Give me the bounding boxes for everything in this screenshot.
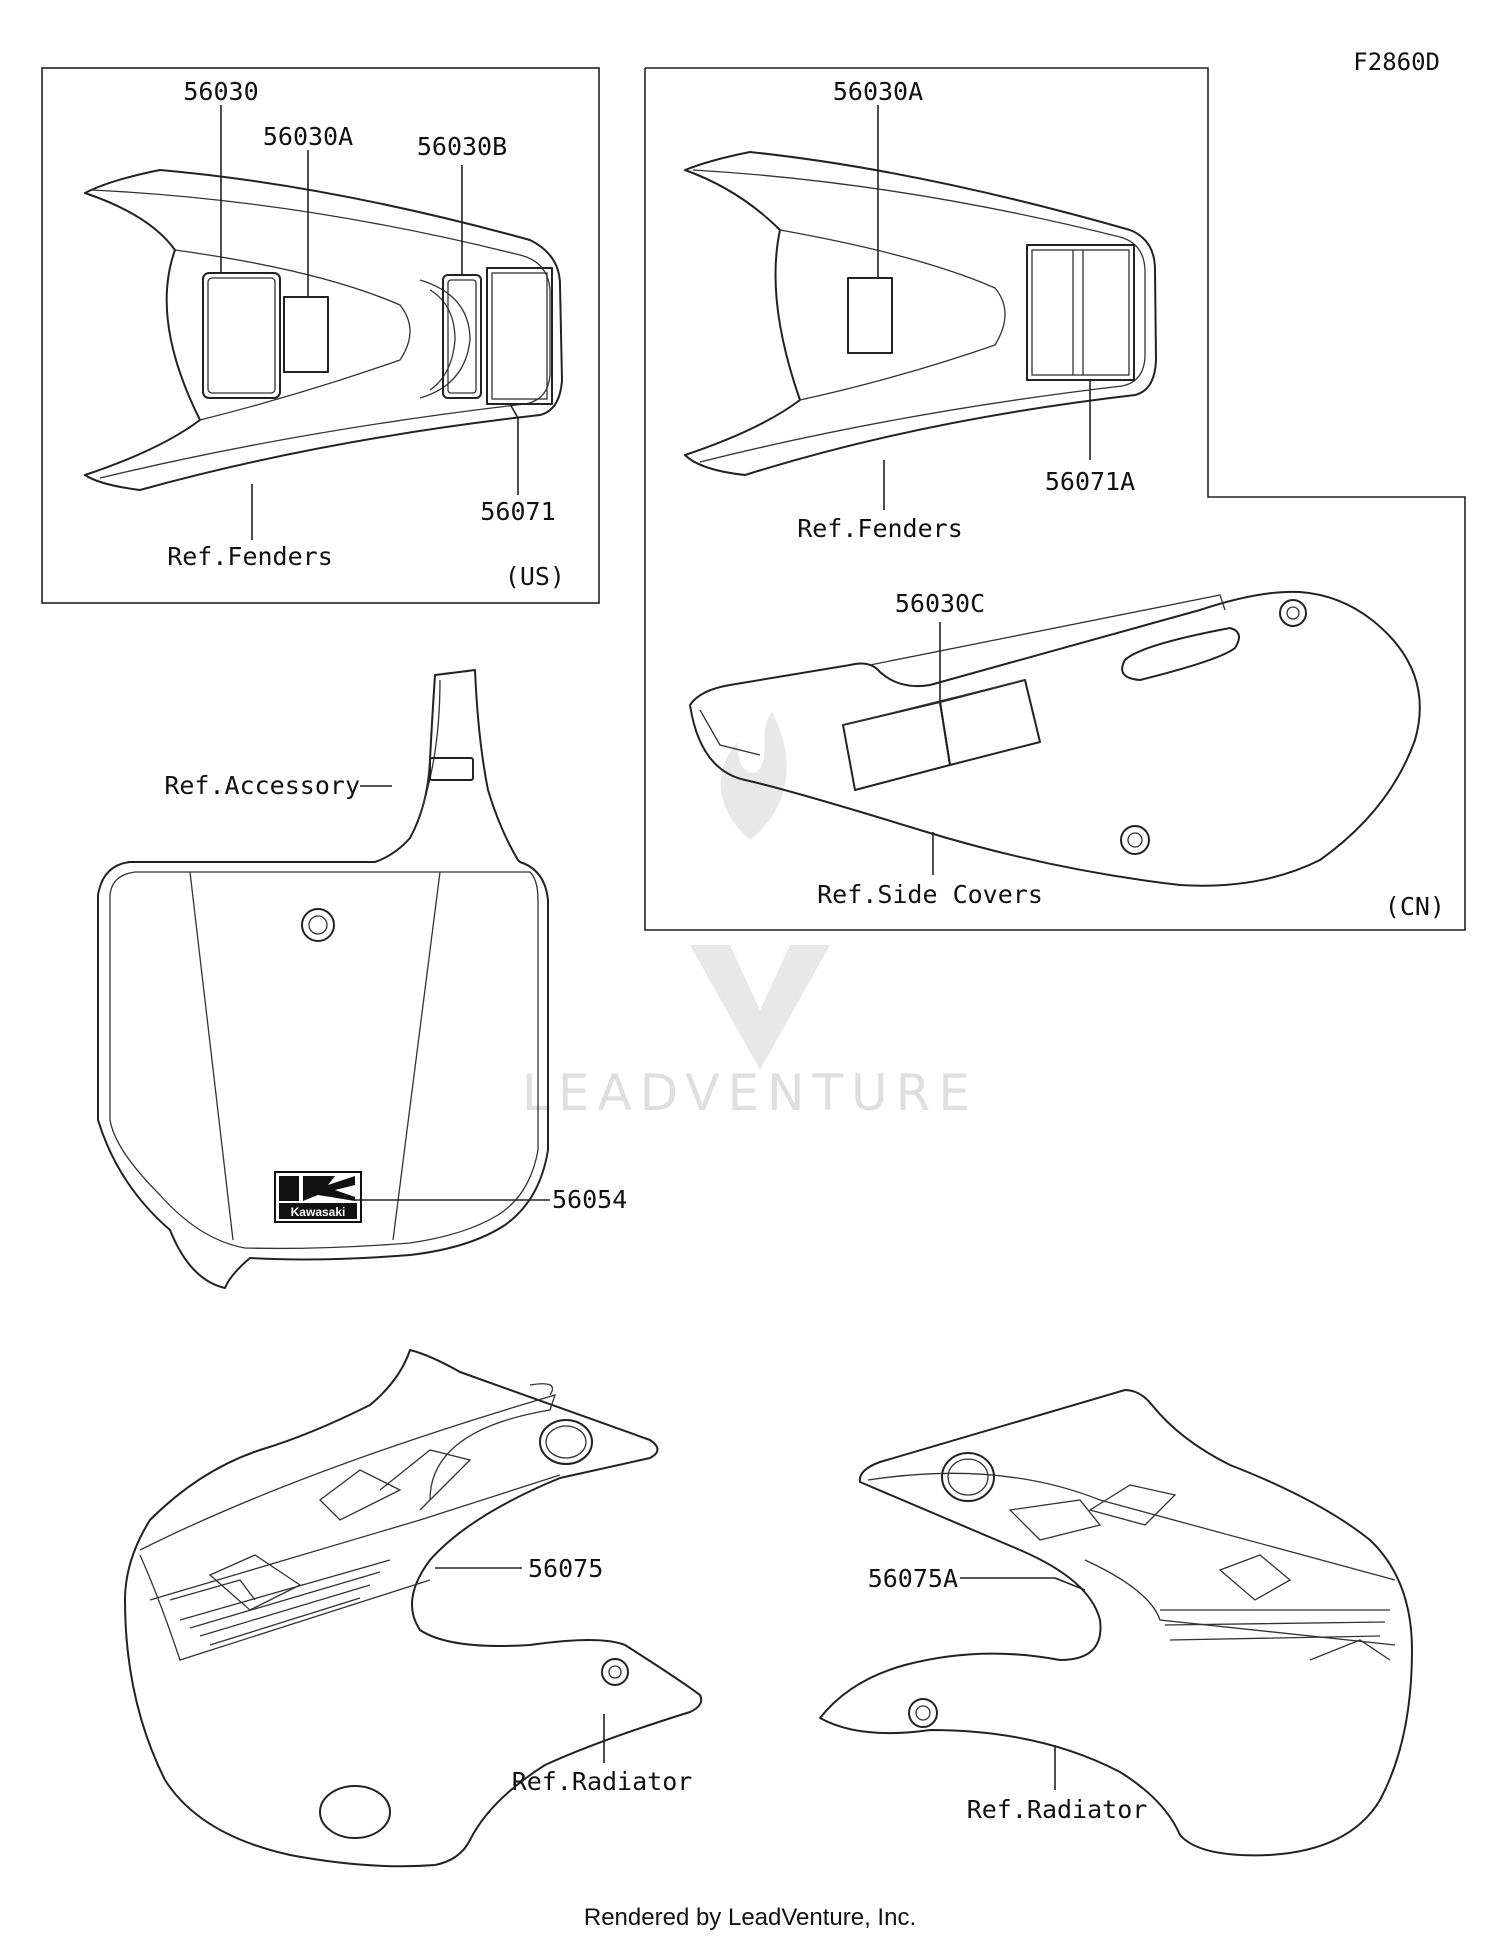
us-panel: 56030 56030A 56030B 56071 Ref.Fenders (U… <box>41 67 600 604</box>
part-56030a-label[interactable]: 56030A <box>263 122 353 151</box>
ref-accessory[interactable]: Ref.Accessory <box>164 771 360 800</box>
kawasaki-wordmark-bar <box>279 1203 357 1219</box>
right-radiator-shroud: 56075A Ref.Radiator <box>819 1389 1413 1857</box>
part-56075-label[interactable]: 56075 <box>528 1554 603 1583</box>
part-56054-label[interactable]: 56054 <box>552 1185 627 1214</box>
cn-rear-fender <box>684 151 1157 476</box>
front-number-plate: Kawasaki Ref.Accessory 56054 <box>97 669 627 1289</box>
leadventure-watermark: LEADVENTURE <box>522 712 978 1122</box>
label-56030c-right-decal <box>939 679 1041 766</box>
part-56030a-cn-label[interactable]: 56030A <box>833 77 923 106</box>
ref-fenders-cn[interactable]: Ref.Fenders <box>797 514 963 543</box>
us-panel-frame <box>41 67 600 604</box>
us-rear-fender <box>84 169 563 491</box>
left-radiator-shroud: 56075 Ref.Radiator <box>124 1349 703 1868</box>
label-56054-kawasaki-decal: Kawasaki <box>274 1171 362 1223</box>
kawasaki-wordmark: Kawasaki <box>291 1205 346 1219</box>
region-us: (US) <box>505 562 565 591</box>
part-56075a-label[interactable]: 56075A <box>868 1564 958 1593</box>
ref-radiator-left[interactable]: Ref.Radiator <box>512 1767 693 1796</box>
label-56071a-decal <box>1026 244 1135 381</box>
part-56071-label[interactable]: 56071 <box>480 497 555 526</box>
cn-panel-frame <box>644 67 1466 931</box>
label-56030a-decal <box>283 296 329 373</box>
ref-fenders-us[interactable]: Ref.Fenders <box>167 542 333 571</box>
label-56030-decal <box>202 272 281 399</box>
figure-code: F2860D <box>1353 48 1440 76</box>
part-56071a-label[interactable]: 56071A <box>1045 467 1135 496</box>
cn-panel: 56030A 56071A 56030C Ref.Fenders Ref.Sid… <box>644 67 1466 931</box>
ref-radiator-right[interactable]: Ref.Radiator <box>967 1795 1148 1824</box>
cn-side-cover <box>689 590 1421 887</box>
label-56030c-left-decal <box>842 701 951 791</box>
watermark-text: LEADVENTURE <box>522 1064 978 1122</box>
region-cn: (CN) <box>1385 892 1445 921</box>
accessory-tag <box>429 757 474 781</box>
label-56030a-cn-decal <box>847 277 893 354</box>
footer-credit: Rendered by LeadVenture, Inc. <box>584 1904 916 1931</box>
part-56030c-label[interactable]: 56030C <box>895 589 985 618</box>
part-56030-label[interactable]: 56030 <box>183 77 258 106</box>
label-56071-decal <box>486 267 553 405</box>
part-56030b-label[interactable]: 56030B <box>417 132 507 161</box>
ref-side-covers[interactable]: Ref.Side Covers <box>817 880 1043 909</box>
